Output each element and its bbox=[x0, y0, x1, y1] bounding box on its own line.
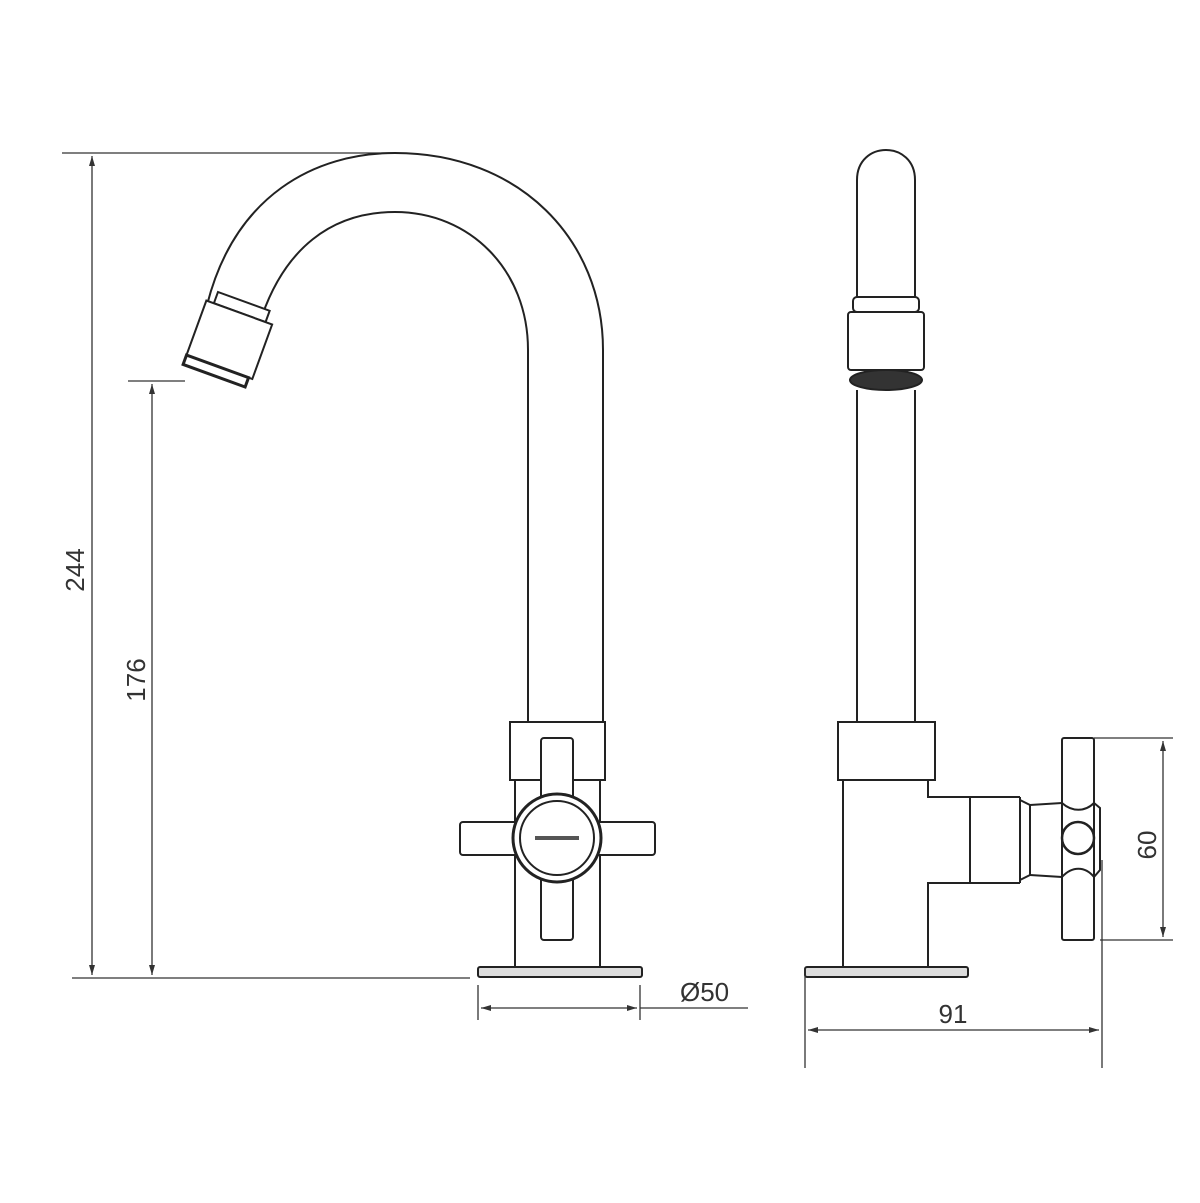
base-plate bbox=[477, 966, 643, 978]
front-view: 244 176 bbox=[60, 151, 748, 1020]
side-view: 60 91 bbox=[804, 149, 1173, 1068]
valve-body-side bbox=[837, 721, 1063, 968]
spout bbox=[206, 151, 604, 722]
dimension-depth: 91 bbox=[804, 860, 1103, 1068]
brand-logo-mark bbox=[535, 836, 579, 840]
cross-handle-side[interactable] bbox=[1060, 737, 1101, 941]
dimension-handle-height: 60 bbox=[1094, 737, 1173, 941]
dimension-label-diameter-50: Ø50 bbox=[680, 977, 729, 1007]
dimension-label-176: 176 bbox=[121, 658, 151, 701]
dimension-label-60: 60 bbox=[1132, 831, 1162, 860]
dimension-label-91: 91 bbox=[939, 999, 968, 1029]
dimension-base-diameter: Ø50 bbox=[477, 977, 748, 1020]
dimension-total-height: 244 bbox=[60, 152, 470, 979]
base-plate-side bbox=[804, 966, 969, 978]
aerator bbox=[181, 290, 274, 389]
dimension-label-244: 244 bbox=[60, 548, 90, 591]
cross-handle[interactable] bbox=[459, 737, 656, 941]
dimension-spout-height: 176 bbox=[121, 380, 185, 975]
spout-side bbox=[847, 149, 925, 722]
aerator-outlet bbox=[849, 369, 923, 391]
